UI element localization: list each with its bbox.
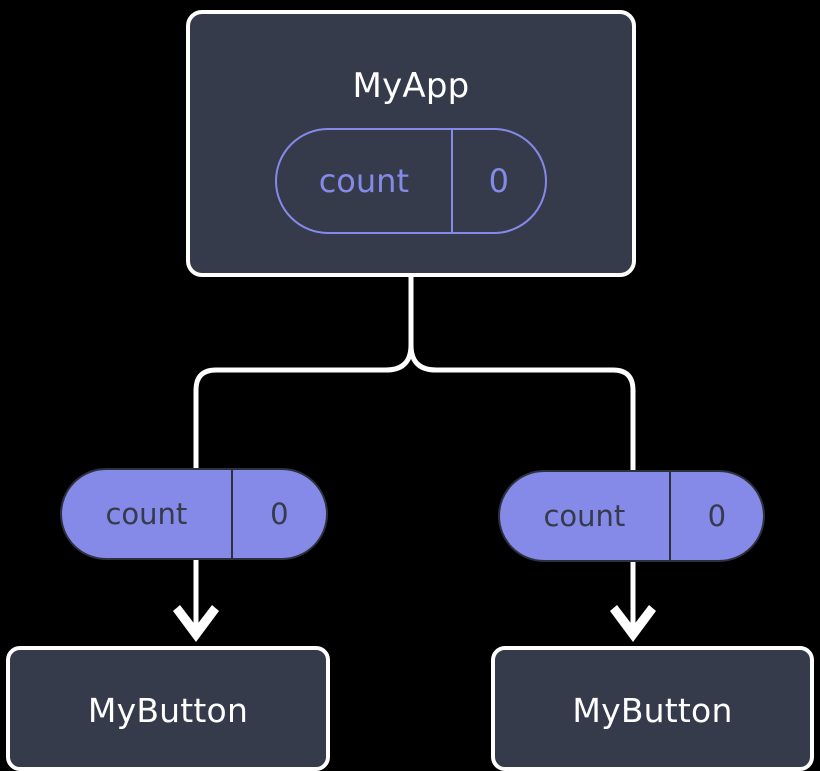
state-key: count (543, 499, 626, 533)
state-value: 0 (668, 472, 763, 560)
state-value: 0 (450, 130, 545, 232)
connector-fork-right (408, 342, 636, 473)
connector-fork-left (193, 342, 414, 473)
component-title: MyButton (87, 691, 249, 730)
state-pill-child-1[interactable]: count 0 (498, 470, 765, 562)
state-pill-child-0[interactable]: count 0 (60, 468, 328, 560)
arrow-head-right (610, 605, 656, 642)
state-value: 0 (230, 470, 326, 558)
component-box-mybutton-0[interactable]: MyButton (6, 646, 330, 771)
state-key: count (318, 162, 409, 200)
component-title: MyApp (352, 66, 470, 106)
component-box-mybutton-1[interactable]: MyButton (491, 646, 814, 771)
component-title: MyButton (572, 691, 733, 730)
state-pill-root[interactable]: count 0 (275, 128, 547, 234)
state-key: count (105, 497, 188, 531)
arrow-head-left (173, 605, 219, 642)
